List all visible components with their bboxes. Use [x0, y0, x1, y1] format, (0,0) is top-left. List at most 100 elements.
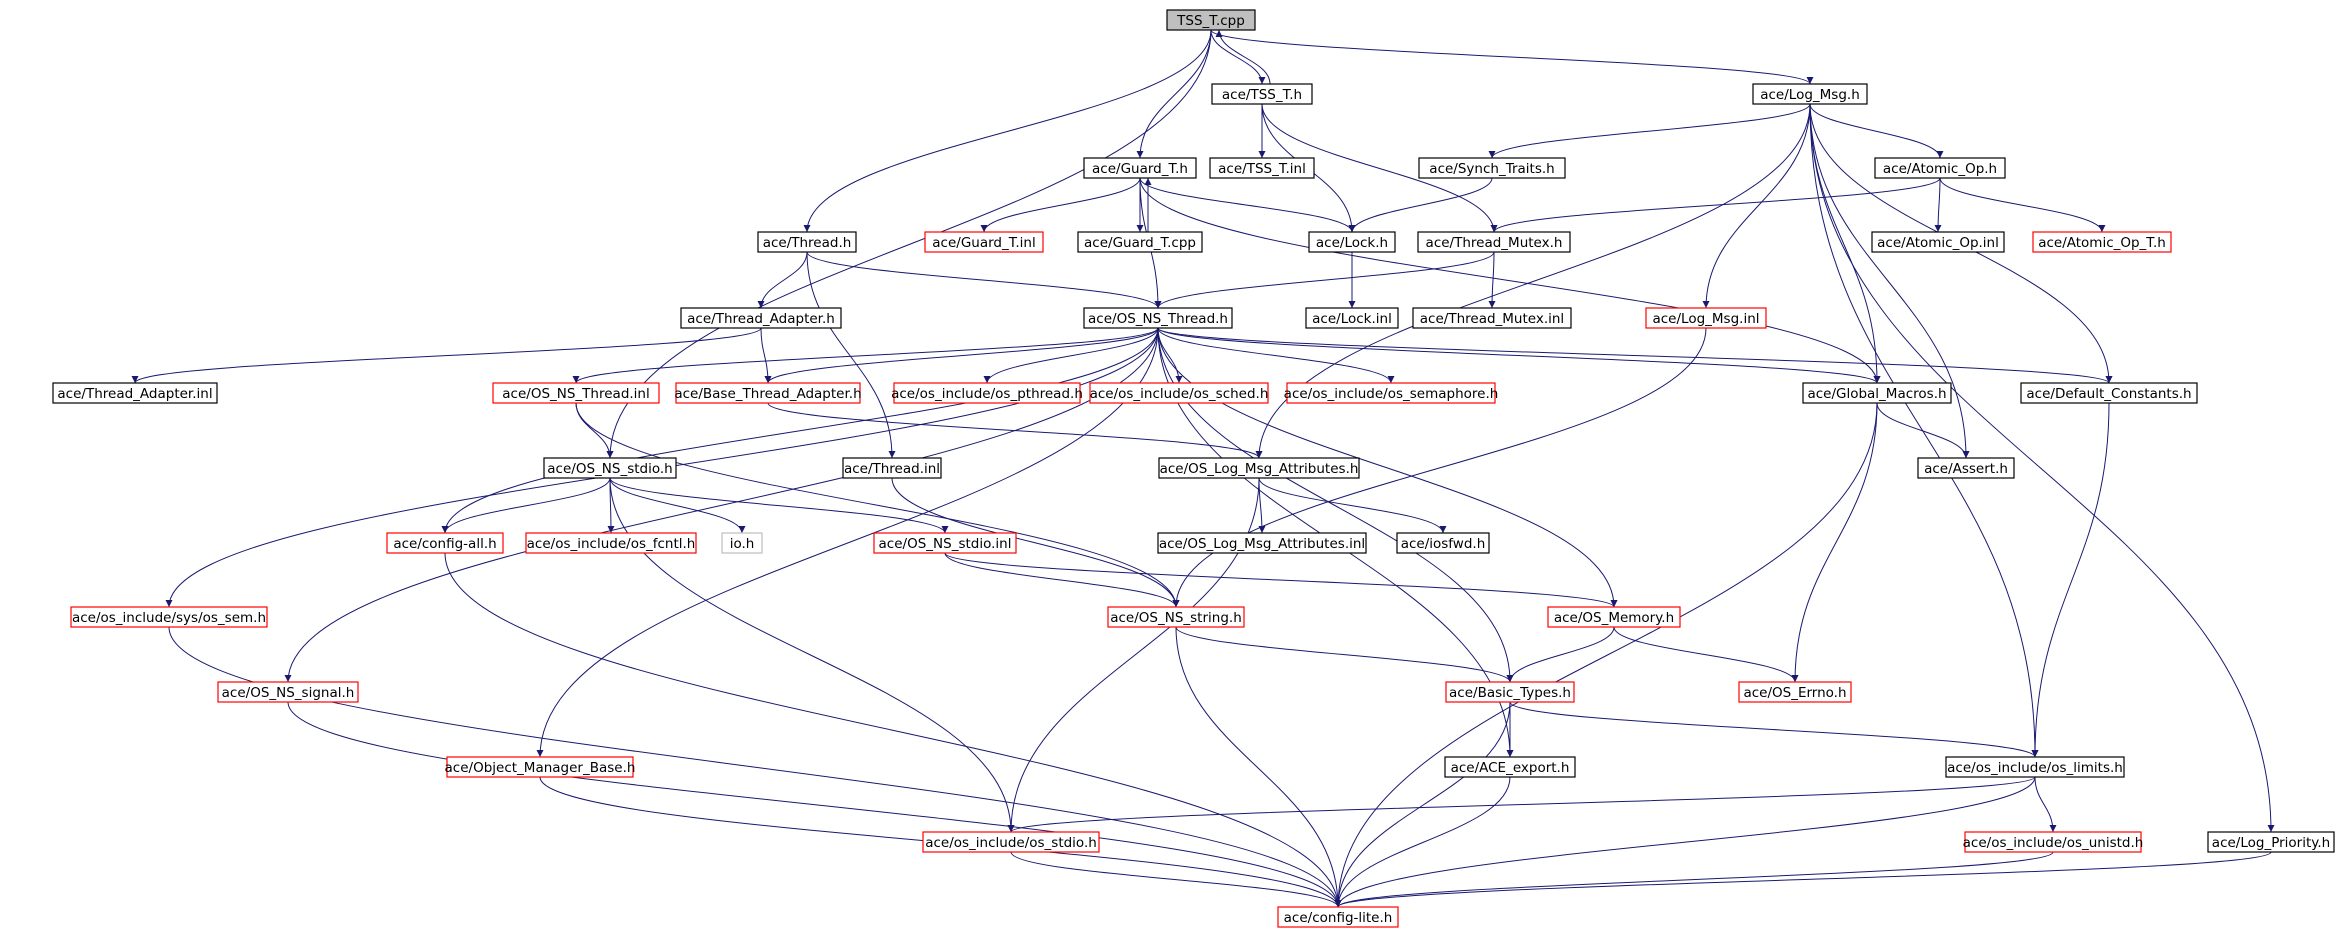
node-ace-tss-t-inl[interactable]: ace/TSS_T.inl — [1209, 157, 1315, 179]
node-box — [492, 382, 660, 404]
edge-ace-os-include-sys-os-sem-h-to-ace-config-lite-h — [168, 626, 1342, 908]
node-ace-atomic-op-h[interactable]: ace/Atomic_Op.h — [1874, 157, 2006, 179]
edge-ace-os-ns-stdio-inl-to-ace-os-memory-h — [944, 552, 1618, 608]
node-ace-config-all-h[interactable]: ace/config-all.h — [386, 532, 504, 554]
node-ace-thread-adapter-inl[interactable]: ace/Thread_Adapter.inl — [52, 382, 218, 404]
edge-ace-os-ns-string-h-to-ace-basic-types-h — [1175, 626, 1514, 683]
edge-ace-os-ns-string-h-to-ace-config-lite-h — [1175, 626, 1342, 908]
edge-ace-guard-t-h-to-ace-global-macros-h — [1139, 177, 1881, 384]
node-label: ace/Assert.h — [1924, 461, 2008, 477]
node-ace-thread-inl[interactable]: ace/Thread.inl — [842, 457, 942, 479]
node-ace-os-include-os-sched-h[interactable]: ace/os_include/os_sched.h — [1089, 382, 1269, 404]
node-box — [1444, 756, 1576, 778]
node-box — [1964, 831, 2142, 853]
edge-ace-os-ns-stdio-h-to-ace-os-include-os-stdio-h — [609, 477, 1015, 833]
edge-ace-ace-export-h-to-ace-config-lite-h — [1334, 776, 1511, 908]
edge-ace-os-memory-h-to-ace-basic-types-h — [1506, 626, 1615, 683]
node-ace-assert-h[interactable]: ace/Assert.h — [1917, 457, 2015, 479]
node-ace-os-ns-thread-inl[interactable]: ace/OS_NS_Thread.inl — [492, 382, 660, 404]
node-ace-os-include-os-unistd-h[interactable]: ace/os_include/os_unistd.h — [1963, 831, 2144, 853]
node-ace-os-include-os-pthread-h[interactable]: ace/os_include/os_pthread.h — [891, 382, 1083, 404]
node-ace-default-constants-h[interactable]: ace/Default_Constants.h — [2020, 382, 2198, 404]
edge-ace-log-msg-h-to-ace-log-priority-h — [1809, 103, 2275, 833]
node-ace-lock-inl[interactable]: ace/Lock.inl — [1305, 307, 1399, 329]
node-label: ace/OS_NS_Thread.h — [1088, 311, 1228, 327]
node-box — [842, 457, 942, 479]
node-box — [1417, 231, 1571, 253]
node-ace-basic-types-h[interactable]: ace/Basic_Types.h — [1445, 681, 1575, 703]
node-ace-os-memory-h[interactable]: ace/OS_Memory.h — [1547, 606, 1681, 628]
node-ace-atomic-op-inl[interactable]: ace/Atomic_Op.inl — [1871, 231, 2005, 253]
node-ace-os-log-msg-attributes-inl[interactable]: ace/OS_Log_Msg_Attributes.inl — [1157, 532, 1367, 554]
node-label: ace/OS_NS_string.h — [1110, 610, 1242, 626]
edge-ace-os-ns-thread-h-to-ace-os-ns-signal-h — [284, 327, 1159, 683]
node-ace-os-ns-string-h[interactable]: ace/OS_NS_string.h — [1107, 606, 1245, 628]
node-box — [893, 382, 1081, 404]
edge-ace-os-log-msg-attributes-h-to-ace-os-include-os-stdio-h — [1007, 477, 1260, 833]
node-label: io.h — [730, 536, 755, 552]
node-ace-tss-t-h[interactable]: ace/TSS_T.h — [1211, 83, 1313, 105]
edge-ace-thread-h-to-ace-thread-inl — [806, 251, 896, 459]
node-box — [1418, 157, 1566, 179]
node-box — [1547, 606, 1681, 628]
node-ace-os-ns-stdio-inl[interactable]: ace/OS_NS_stdio.inl — [873, 532, 1017, 554]
node-ace-config-lite-h[interactable]: ace/config-lite.h — [1277, 906, 1399, 928]
node-ace-base-thread-adapter-h[interactable]: ace/Base_Thread_Adapter.h — [674, 382, 862, 404]
node-box — [525, 532, 697, 554]
node-ace-synch-traits-h[interactable]: ace/Synch_Traits.h — [1418, 157, 1566, 179]
node-label: ace/Object_Manager_Base.h — [445, 760, 636, 776]
node-io-h: io.h — [721, 532, 763, 554]
edge-ace-os-log-msg-attributes-h-to-ace-iosfwd-h — [1258, 477, 1447, 534]
edge-ace-base-thread-adapter-h-to-ace-os-log-msg-attributes-h — [767, 402, 1263, 459]
node-label: ace/Log_Msg.h — [1760, 87, 1860, 103]
node-label: ace/Log_Msg.inl — [1652, 311, 1759, 327]
node-box — [757, 231, 857, 253]
node-label: ace/iosfwd.h — [1401, 536, 1486, 552]
node-ace-os-include-os-limits-h[interactable]: ace/os_include/os_limits.h — [1945, 756, 2125, 778]
node-ace-object-manager-base-h[interactable]: ace/Object_Manager_Base.h — [445, 756, 636, 778]
node-ace-lock-h[interactable]: ace/Lock.h — [1308, 231, 1396, 253]
node-ace-thread-mutex-inl[interactable]: ace/Thread_Mutex.inl — [1412, 307, 1572, 329]
node-ace-thread-h[interactable]: ace/Thread.h — [757, 231, 857, 253]
node-ace-os-log-msg-attributes-h[interactable]: ace/OS_Log_Msg_Attributes.h — [1158, 457, 1360, 479]
node-tss-t-cpp[interactable]: TSS_T.cpp — [1166, 9, 1256, 31]
node-ace-os-ns-signal-h[interactable]: ace/OS_NS_signal.h — [217, 681, 359, 703]
node-box — [675, 382, 861, 404]
node-label: ace/config-all.h — [393, 536, 496, 552]
edge-ace-os-ns-thread-h-to-ace-os-include-os-semaphore-h — [1157, 327, 1395, 384]
edge-ace-os-include-os-unistd-h-to-ace-config-lite-h — [1334, 851, 2054, 908]
node-ace-os-ns-thread-h[interactable]: ace/OS_NS_Thread.h — [1083, 307, 1233, 329]
node-ace-os-include-os-fcntl-h[interactable]: ace/os_include/os_fcntl.h — [525, 532, 697, 554]
edge-ace-log-priority-h-to-ace-config-lite-h — [1334, 851, 2272, 908]
node-ace-guard-t-cpp[interactable]: ace/Guard_T.cpp — [1077, 231, 1203, 253]
node-label: ace/OS_Memory.h — [1554, 610, 1674, 626]
node-ace-thread-mutex-h[interactable]: ace/Thread_Mutex.h — [1417, 231, 1571, 253]
node-box — [1738, 681, 1852, 703]
node-ace-log-priority-h[interactable]: ace/Log_Priority.h — [2207, 831, 2335, 853]
edge-ace-tss-t-h-to-ace-thread-mutex-h — [1261, 103, 1498, 233]
node-ace-log-msg-inl[interactable]: ace/Log_Msg.inl — [1645, 307, 1767, 329]
node-ace-ace-export-h[interactable]: ace/ACE_export.h — [1444, 756, 1576, 778]
node-ace-iosfwd-h[interactable]: ace/iosfwd.h — [1396, 532, 1490, 554]
node-ace-thread-adapter-h[interactable]: ace/Thread_Adapter.h — [680, 307, 842, 329]
node-label: ace/Default_Constants.h — [2026, 386, 2191, 402]
node-label: ace/Guard_T.cpp — [1084, 235, 1196, 251]
edge-ace-atomic-op-h-to-ace-atomic-op-inl — [1934, 177, 1942, 233]
edge-ace-thread-inl-to-ace-os-ns-string-h — [891, 477, 1180, 608]
node-ace-atomic-op-t-h[interactable]: ace/Atomic_Op_T.h — [2032, 231, 2172, 253]
node-label: ace/OS_Log_Msg_Attributes.inl — [1159, 536, 1365, 552]
node-ace-global-macros-h[interactable]: ace/Global_Macros.h — [1802, 382, 1952, 404]
node-box — [1077, 231, 1203, 253]
node-ace-os-ns-stdio-h[interactable]: ace/OS_NS_stdio.h — [543, 457, 677, 479]
node-ace-guard-t-inl[interactable]: ace/Guard_T.inl — [924, 231, 1044, 253]
node-ace-os-include-os-stdio-h[interactable]: ace/os_include/os_stdio.h — [922, 831, 1100, 853]
node-ace-os-errno-h[interactable]: ace/OS_Errno.h — [1738, 681, 1852, 703]
edge-ace-os-ns-thread-h-to-ace-os-ns-thread-inl — [572, 327, 1159, 384]
node-label: ace/Global_Macros.h — [1807, 386, 1946, 402]
node-ace-guard-t-h[interactable]: ace/Guard_T.h — [1083, 157, 1197, 179]
edge-ace-os-include-os-limits-h-to-ace-config-lite-h — [1334, 776, 2036, 908]
node-ace-os-include-sys-os-sem-h[interactable]: ace/os_include/sys/os_sem.h — [70, 606, 268, 628]
node-box — [680, 307, 842, 329]
node-ace-os-include-os-semaphore-h[interactable]: ace/os_include/os_semaphore.h — [1284, 382, 1499, 404]
node-ace-log-msg-h[interactable]: ace/Log_Msg.h — [1752, 83, 1868, 105]
